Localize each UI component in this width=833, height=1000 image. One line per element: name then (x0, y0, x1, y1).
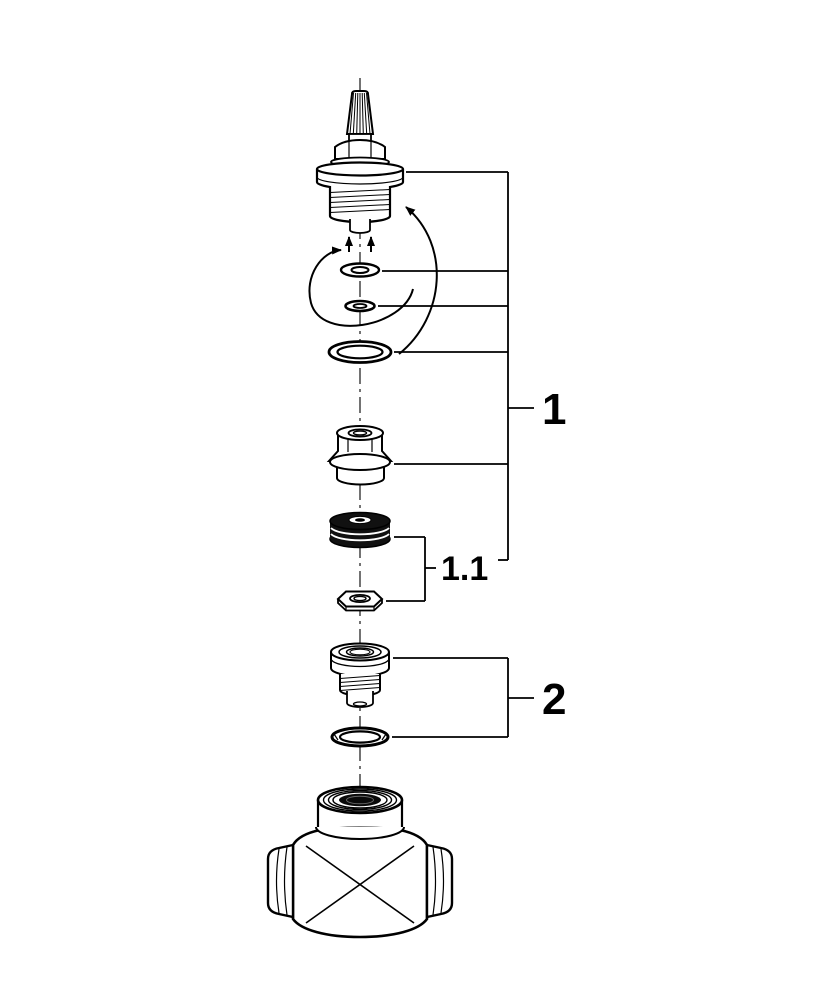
part-o-ring-small (344, 299, 376, 313)
stem-splines (349, 92, 371, 135)
part-o-ring-bottom (330, 726, 390, 748)
callout-2-label: 2 (542, 675, 566, 724)
part-hex-bushing (326, 425, 394, 486)
part-washer-small (339, 262, 381, 278)
part-o-ring-large (327, 340, 393, 364)
callout-group-2 (392, 657, 534, 738)
callout-group-1-1 (386, 536, 436, 602)
sleeve-threads (339, 675, 381, 691)
part-cartridge-headpart (315, 90, 405, 234)
cartridge-threads (329, 189, 391, 213)
assembly-arrows (308, 206, 438, 355)
part-threaded-sleeve (330, 642, 390, 708)
rotate-arrow-right (398, 206, 438, 355)
part-grooved-seal-washer (329, 511, 391, 549)
part-hex-nut (336, 590, 384, 612)
rotate-arrow-loop (308, 246, 414, 327)
callout-1-label: 1 (542, 385, 566, 434)
callout-1-1-label: 1.1 (441, 550, 488, 588)
callout-group-1 (378, 171, 534, 561)
part-valve-body (266, 785, 454, 939)
